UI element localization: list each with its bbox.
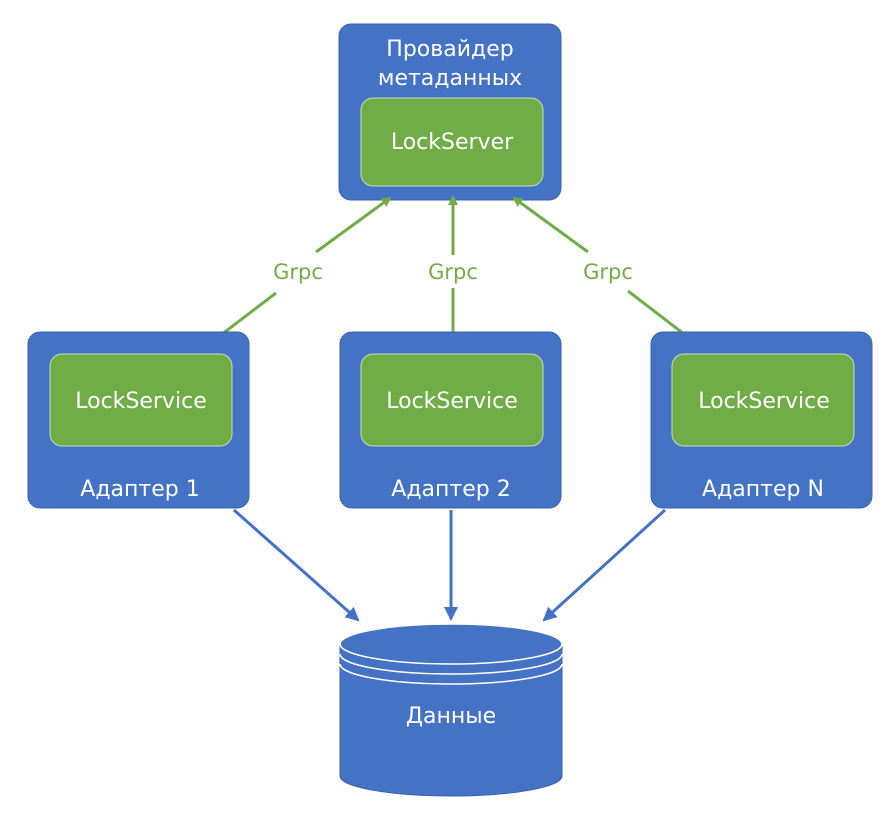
grpc-label-1: Grpc xyxy=(273,260,323,284)
data-arrow-n xyxy=(542,508,667,622)
adapter-node-1: LockService Адаптер 1 xyxy=(27,331,250,509)
lockservice-box-2 xyxy=(360,353,544,447)
grpc-line-1-upper xyxy=(315,196,392,254)
provider-title-line1: Провайдер xyxy=(386,37,513,62)
storage-label: Данные xyxy=(406,704,496,729)
database-top xyxy=(339,623,563,665)
lockservice-label-2: LockService xyxy=(386,389,517,414)
grpc-edge-2: Grpc xyxy=(428,195,478,354)
grpc-edge-1: Grpc xyxy=(195,196,392,356)
lockserver-box xyxy=(360,97,544,187)
adapter-node-2: LockService Адаптер 2 xyxy=(339,331,562,509)
grpc-label-3: Grpc xyxy=(583,260,633,284)
adapter-label-n: Адаптер N xyxy=(702,477,824,502)
database-ring-2 xyxy=(339,663,563,685)
lockservice-label-1: LockService xyxy=(75,389,206,414)
lockservice-box-1 xyxy=(49,353,233,447)
provider-title-line2: метаданных xyxy=(378,66,522,91)
adapter-label-1: Адаптер 1 xyxy=(80,477,199,502)
metadata-provider-node: Провайдер метаданных LockServer xyxy=(338,23,562,201)
adapter-label-2: Адаптер 2 xyxy=(391,477,510,502)
database-ring-1 xyxy=(339,653,563,675)
grpc-label-2: Grpc xyxy=(428,260,478,284)
data-arrow-1 xyxy=(233,508,360,622)
lockserver-label: LockServer xyxy=(391,130,514,155)
grpc-edge-3: Grpc xyxy=(512,196,711,356)
lockservice-label-n: LockService xyxy=(698,389,829,414)
database-cylinder-icon: Данные xyxy=(339,623,563,797)
lockservice-box-n xyxy=(671,353,855,447)
adapter-node-n: LockService Адаптер N xyxy=(650,331,873,509)
grpc-line-3-upper xyxy=(512,196,589,254)
